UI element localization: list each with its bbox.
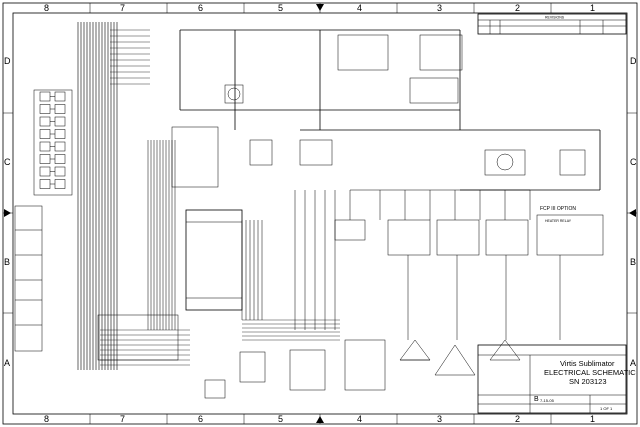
heater-relay-label: HEATER RELAY	[545, 219, 572, 223]
col-label: 1	[590, 3, 595, 13]
top-components	[224, 34, 463, 166]
fcp-option-label: FCP III OPTION	[540, 206, 576, 212]
title-block: Virtis Sublimator ELECTRICAL SCHEMATIC S…	[477, 344, 636, 414]
col-label: 4	[357, 3, 362, 13]
wire-harness	[77, 22, 340, 370]
col-label: 5	[278, 414, 283, 424]
drawing-size: B	[534, 396, 539, 403]
col-label: 8	[44, 3, 49, 13]
left-switch-group	[14, 205, 43, 352]
grid-labels: 8 7 6 5 4 3 2 1 8 7 6 5 4 3 2 1 D C B A …	[4, 3, 637, 424]
col-label: 5	[278, 3, 283, 13]
col-label: 7	[120, 3, 125, 13]
controller-block	[185, 209, 243, 311]
heater-elements	[399, 339, 521, 376]
row-label: A	[630, 358, 636, 368]
lower-left-box	[97, 314, 179, 361]
col-label: 4	[357, 414, 362, 424]
col-label: 6	[198, 414, 203, 424]
row-label: D	[4, 56, 11, 66]
row-label: A	[4, 358, 10, 368]
col-label: 6	[198, 3, 203, 13]
row-label: C	[4, 157, 11, 167]
col-label: 2	[515, 3, 520, 13]
relay-block-top	[171, 126, 219, 188]
row-label: B	[4, 257, 10, 267]
right-components	[460, 129, 601, 191]
row-label: C	[630, 157, 637, 167]
lower-components	[204, 339, 386, 399]
revision-header: REVISIONS	[545, 16, 565, 20]
col-label: 1	[590, 414, 595, 424]
title-line3: SN 203123	[569, 377, 607, 386]
border-ticks	[3, 3, 637, 424]
left-legend-contacts	[33, 89, 73, 196]
heater-bus	[349, 189, 561, 340]
drawing-date: 7-15-05	[540, 398, 555, 403]
heater-boards	[334, 214, 604, 256]
row-label: B	[630, 257, 636, 267]
top-bus	[179, 29, 461, 131]
revision-block: REVISIONS	[477, 13, 627, 35]
col-label: 7	[120, 414, 125, 424]
col-label: 2	[515, 414, 520, 424]
col-label: 8	[44, 414, 49, 424]
sheet-number: 1 OF 1	[600, 406, 613, 411]
title-line2: ELECTRICAL SCHEMATIC	[544, 368, 636, 377]
title-line1: Virtis Sublimator	[560, 359, 615, 368]
col-label: 3	[437, 414, 442, 424]
row-label: D	[630, 56, 637, 66]
col-label: 3	[437, 3, 442, 13]
